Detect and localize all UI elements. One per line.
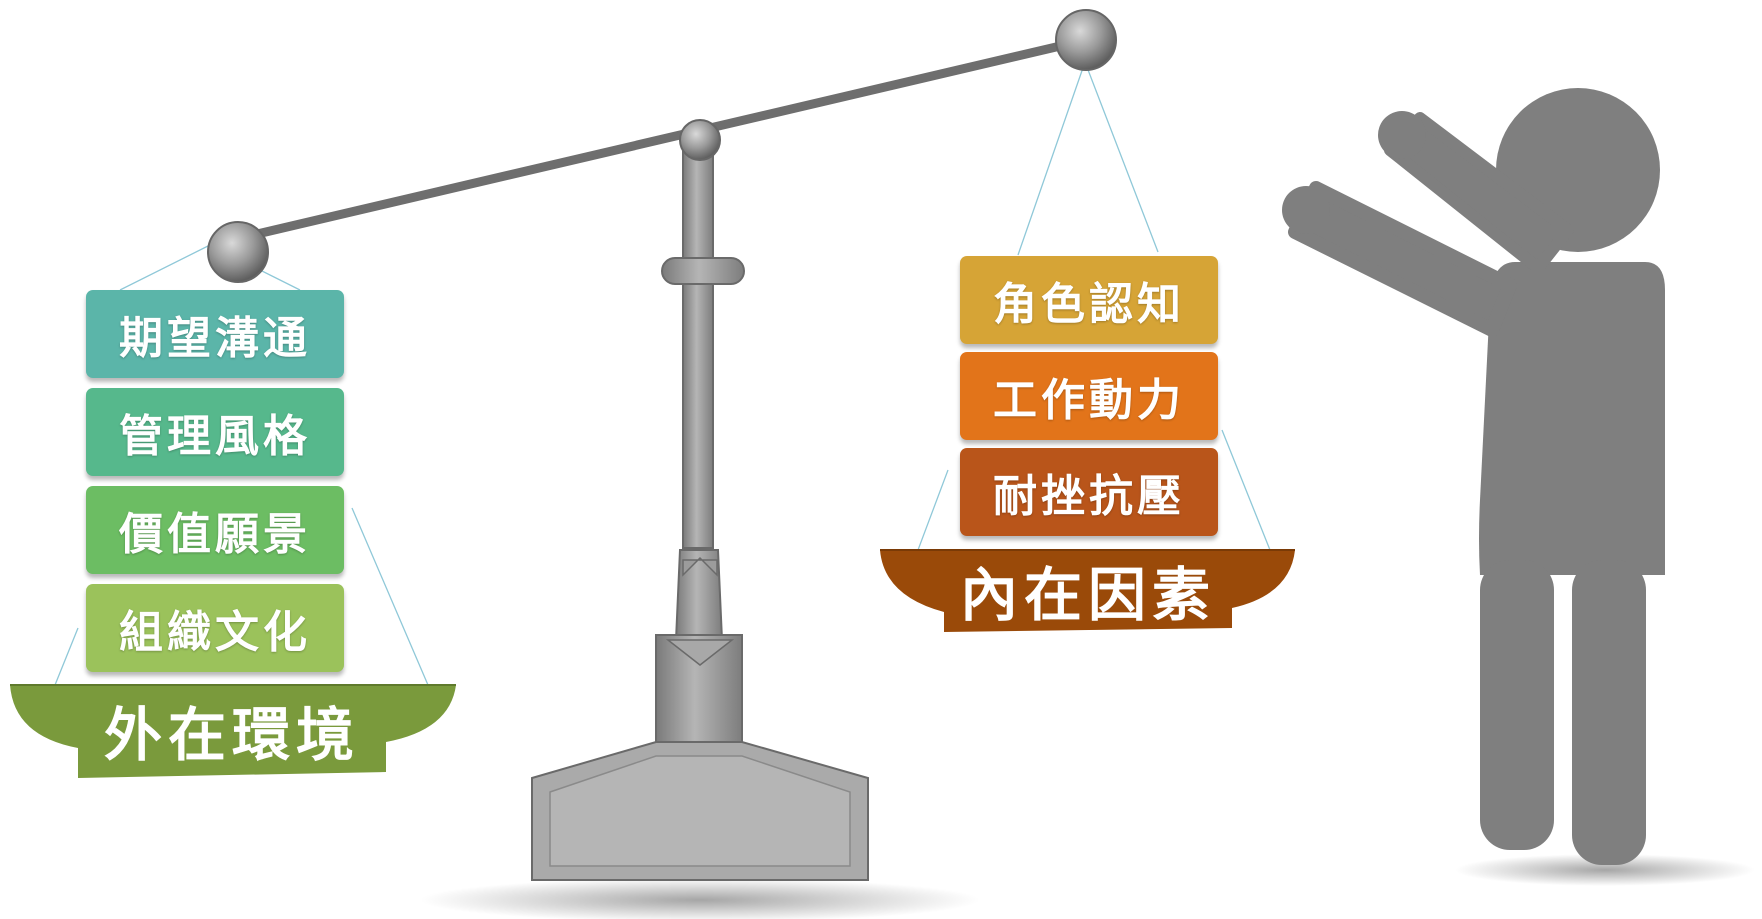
scale-beam [235,35,1091,243]
person-body [1479,262,1665,575]
person-shadow [1455,854,1755,886]
right-end-ball [1055,9,1117,71]
left-item-3: 價值願景 [86,486,344,574]
left-item-2: 管理風格 [86,388,344,476]
right-item-3: 耐挫抗壓 [960,448,1218,536]
left-pan-tray [10,684,456,778]
person-figure [1282,88,1665,865]
person-leg-left [1480,560,1554,850]
scale-shadow [420,878,980,919]
right-pan-tray [880,549,1295,632]
pivot-ball [679,119,721,161]
right-pan-label: 內在因素 [959,561,1216,629]
right-pan-strings [917,61,1271,551]
right-item-1: 角色認知 [960,256,1218,344]
scale-post [655,147,745,754]
left-item-4: 組織文化 [86,584,344,672]
person-leg-right [1572,560,1646,865]
scale-base [531,741,869,881]
right-item-2: 工作動力 [960,352,1218,440]
left-pan-label: 外在環境 [103,701,360,769]
left-end-ball [207,221,269,283]
person-hand-lower [1282,186,1330,234]
left-item-1: 期望溝通 [86,290,344,378]
person-hand-upper [1378,111,1426,159]
